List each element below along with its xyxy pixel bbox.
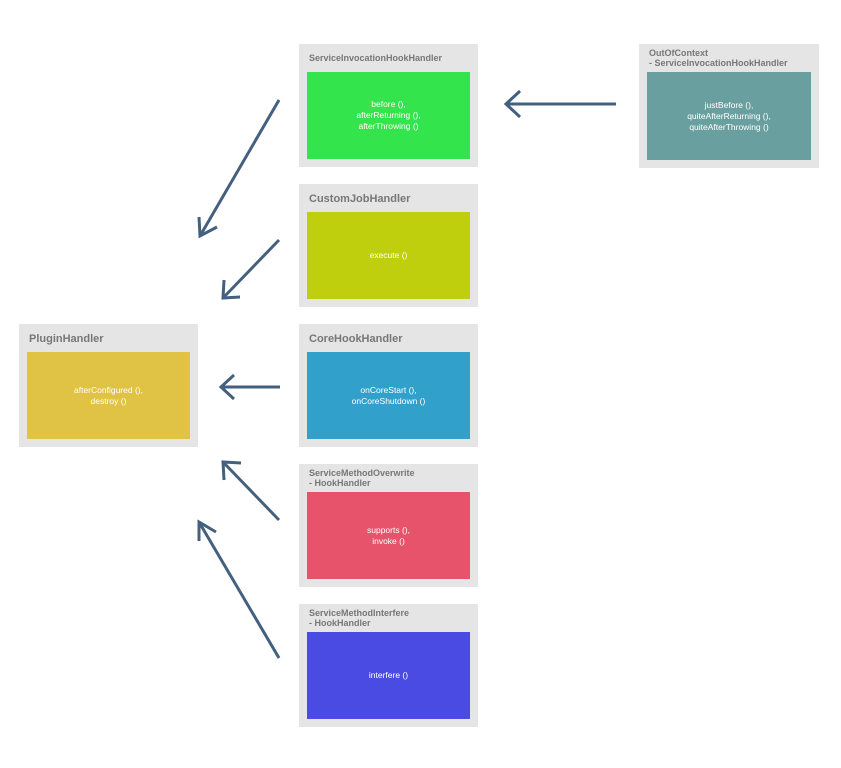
service-invocation-hook-handler-node: ServiceInvocationHookHandler before (), … (299, 44, 478, 167)
core-hook-handler-node: CoreHookHandler onCoreStart (), onCoreSh… (299, 324, 478, 447)
service-method-interfere-hook-handler-node: ServiceMethodInterfere - HookHandler int… (299, 604, 478, 727)
service-invocation-hook-handler-methods: before (), afterReturning (), afterThrow… (307, 72, 470, 159)
arrow-custom-job-to-plugin (221, 238, 281, 300)
arrow-method-overwrite-to-plugin (221, 460, 281, 522)
arrow-group (197, 89, 616, 659)
service-method-overwrite-hook-handler-methods: supports (), invoke () (307, 492, 470, 579)
arrow-core-hook-to-plugin (218, 373, 280, 401)
arrow-out-of-context-to-service-invocation (503, 89, 616, 119)
out-of-context-hook-handler-node: OutOfContext - ServiceInvocationHookHand… (639, 44, 819, 168)
plugin-handler-methods: afterConfigured (), destroy () (27, 352, 190, 439)
plugin-handler-title: PluginHandler (29, 333, 104, 345)
out-of-context-hook-handler-title: OutOfContext - ServiceInvocationHookHand… (649, 48, 788, 68)
service-method-interfere-hook-handler-title: ServiceMethodInterfere - HookHandler (309, 608, 410, 628)
out-of-context-hook-handler-methods: justBefore (), quiteAfterReturning (), q… (647, 72, 811, 160)
arrow-method-interfere-to-plugin (197, 519, 281, 659)
service-method-overwrite-hook-handler-node: ServiceMethodOverwrite - HookHandler sup… (299, 464, 478, 587)
custom-job-handler-title: CustomJobHandler (309, 193, 411, 205)
plugin-handler-node: PluginHandler afterConfigured (), destro… (19, 324, 198, 447)
custom-job-handler-methods: execute () (307, 212, 470, 299)
custom-job-handler-node: CustomJobHandler execute () (299, 184, 478, 307)
core-hook-handler-title: CoreHookHandler (309, 333, 403, 345)
core-hook-handler-methods: onCoreStart (), onCoreShutdown () (307, 352, 470, 439)
service-invocation-hook-handler-title: ServiceInvocationHookHandler (309, 53, 443, 63)
service-method-overwrite-hook-handler-title: ServiceMethodOverwrite - HookHandler (309, 468, 415, 488)
service-method-interfere-hook-handler-methods: interfere () (307, 632, 470, 719)
arrow-service-invocation-to-plugin (197, 99, 281, 239)
